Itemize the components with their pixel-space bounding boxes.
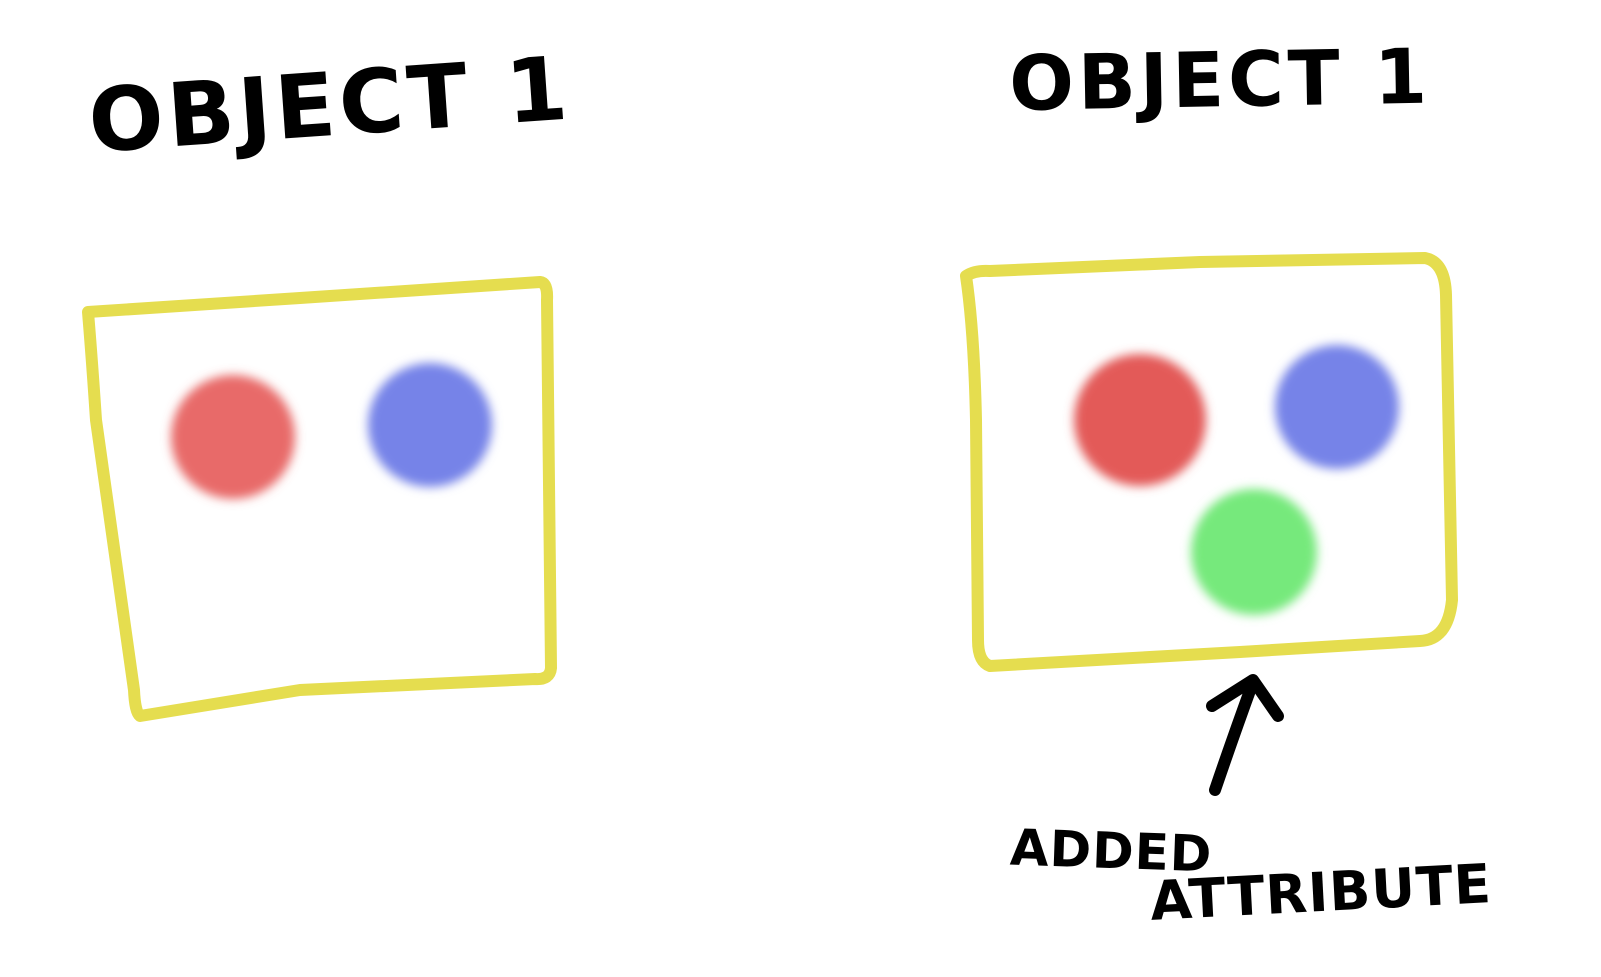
right-object-frame: [960, 252, 1458, 672]
arrow-up-icon: [1206, 674, 1284, 796]
right-blue-circle: [1275, 345, 1399, 469]
left-red-circle: [171, 375, 295, 499]
right-green-circle: [1191, 489, 1317, 615]
left-blue-circle: [368, 363, 492, 487]
right-red-circle: [1074, 354, 1206, 486]
left-object-frame: [82, 276, 557, 722]
